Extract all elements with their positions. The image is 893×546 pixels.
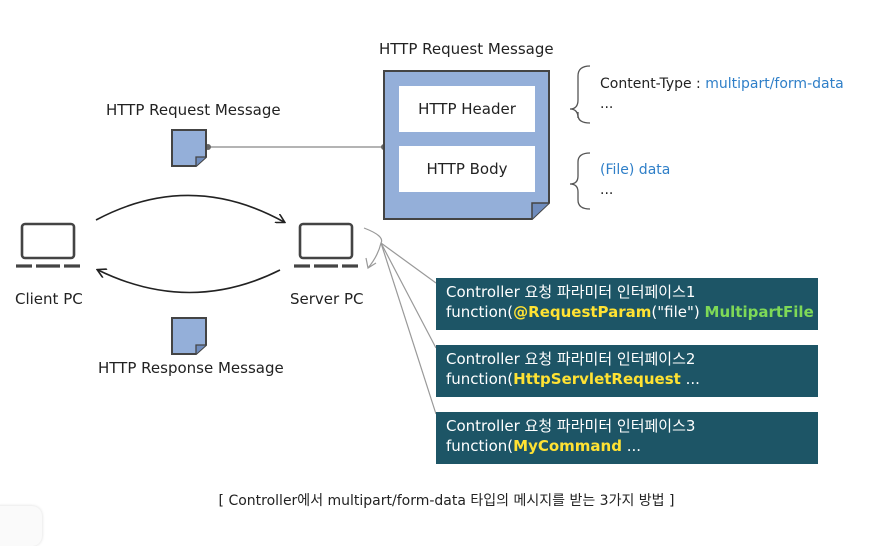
server-label: Server PC (290, 290, 364, 308)
response-arrow (98, 270, 281, 294)
client-label: Client PC (15, 290, 83, 308)
server-hook-head (365, 257, 377, 269)
controller-3-type: MyCommand (513, 437, 622, 455)
body-note-value: (File) data (600, 162, 671, 178)
body-note-ellipsis: ... (600, 182, 614, 198)
controller-box-3: Controller 요청 파라미터 인터페이스3 function(MyCom… (436, 412, 818, 464)
header-note-ellipsis: ... (600, 96, 614, 112)
response-doc-label: HTTP Response Message (98, 359, 284, 377)
controller-box-2: Controller 요청 파라미터 인터페이스2 function(HttpS… (436, 345, 818, 397)
http-body-box: HTTP Body (399, 146, 535, 192)
floating-widget-corner[interactable] (0, 506, 42, 546)
response-doc-icon (171, 317, 207, 355)
controller-1-title: Controller 요청 파라미터 인터페이스1 (446, 283, 696, 301)
header-note: Content-Type : multipart/form-data ... (600, 74, 844, 114)
controller-2-signature: function(HttpServletRequest ... (446, 370, 700, 388)
figure-caption: [ Controller에서 multipart/form-data 타입의 메… (218, 493, 675, 509)
controller-line-2 (380, 242, 437, 349)
client-laptop-icon (16, 222, 80, 268)
header-brace (569, 65, 591, 124)
content-type-label: Content-Type : (600, 76, 706, 92)
controller-1-signature: function(@RequestParam("file") Multipart… (446, 303, 833, 321)
controller-line-1 (380, 242, 437, 284)
body-note: (File) data ... (600, 160, 670, 200)
controller-box-1: Controller 요청 파라미터 인터페이스1 function(@Requ… (436, 278, 833, 330)
server-hook-arrow (363, 227, 383, 269)
request-doc-label: HTTP Request Message (106, 101, 281, 119)
controller-1-type: MultipartFile (704, 303, 814, 321)
controller-1-annotation: @RequestParam (513, 303, 652, 321)
message-title: HTTP Request Message (379, 40, 554, 58)
controller-3-title: Controller 요청 파라미터 인터페이스3 (446, 417, 696, 435)
controller-3-signature: function(MyCommand ... (446, 437, 642, 455)
diagram-lines (0, 65, 591, 415)
content-type-value: multipart/form-data (705, 76, 844, 92)
controller-2-type: HttpServletRequest (513, 370, 681, 388)
body-brace (569, 152, 591, 210)
controller-line-3 (380, 242, 437, 415)
request-doc-icon (171, 129, 207, 167)
http-header-box: HTTP Header (399, 86, 535, 132)
server-laptop-icon (294, 222, 358, 268)
request-arrow (95, 194, 284, 222)
controller-2-title: Controller 요청 파라미터 인터페이스2 (446, 350, 696, 368)
